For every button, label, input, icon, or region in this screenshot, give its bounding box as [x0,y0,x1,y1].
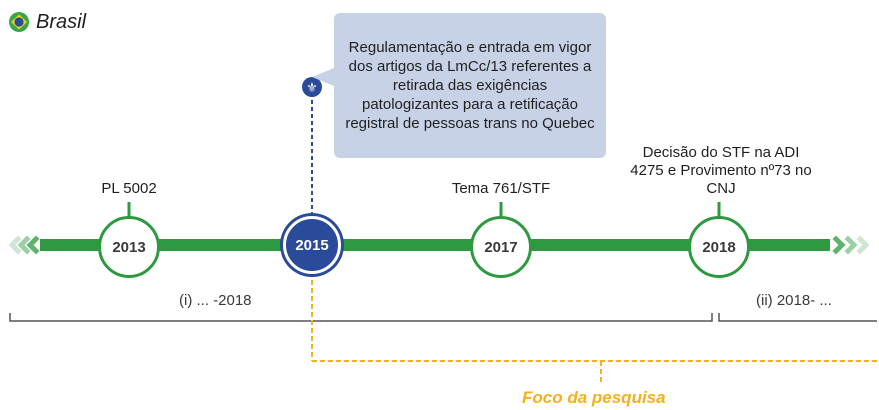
event-label-2013: PL 5002 [101,180,157,197]
country-label: Brasil [36,10,87,33]
year-node-2018: 2018 [688,216,750,278]
event-label-2018: Decisão do STF na ADI 4275 e Provimento … [630,144,812,197]
period-bracket-2 [718,313,877,322]
left-chevrons-icon [8,235,40,255]
right-chevrons-icon [832,235,870,255]
period-bracket-1 [9,313,713,322]
callout-arrow [312,68,334,86]
period-label-1: (i) ... -2018 [179,292,252,309]
brazil-flag-icon [9,12,29,32]
period-label-2: (ii) 2018- ... [756,292,832,309]
callout-text: Regulamentação e entrada em vigor dos ar… [345,39,595,132]
callout-box: Regulamentação e entrada em vigor dos ar… [334,13,606,158]
svg-text:⚜: ⚜ [306,81,318,96]
year-node-2017: 2017 [470,216,532,278]
event-label-2017: Tema 761/STF [451,180,551,197]
year-node-2013: 2013 [98,216,160,278]
year-node-2015: 2015 [283,216,341,274]
timeline-bar [40,239,830,251]
research-focus-label: Foco da pesquisa [522,388,666,407]
country-header: Brasil [8,10,86,34]
